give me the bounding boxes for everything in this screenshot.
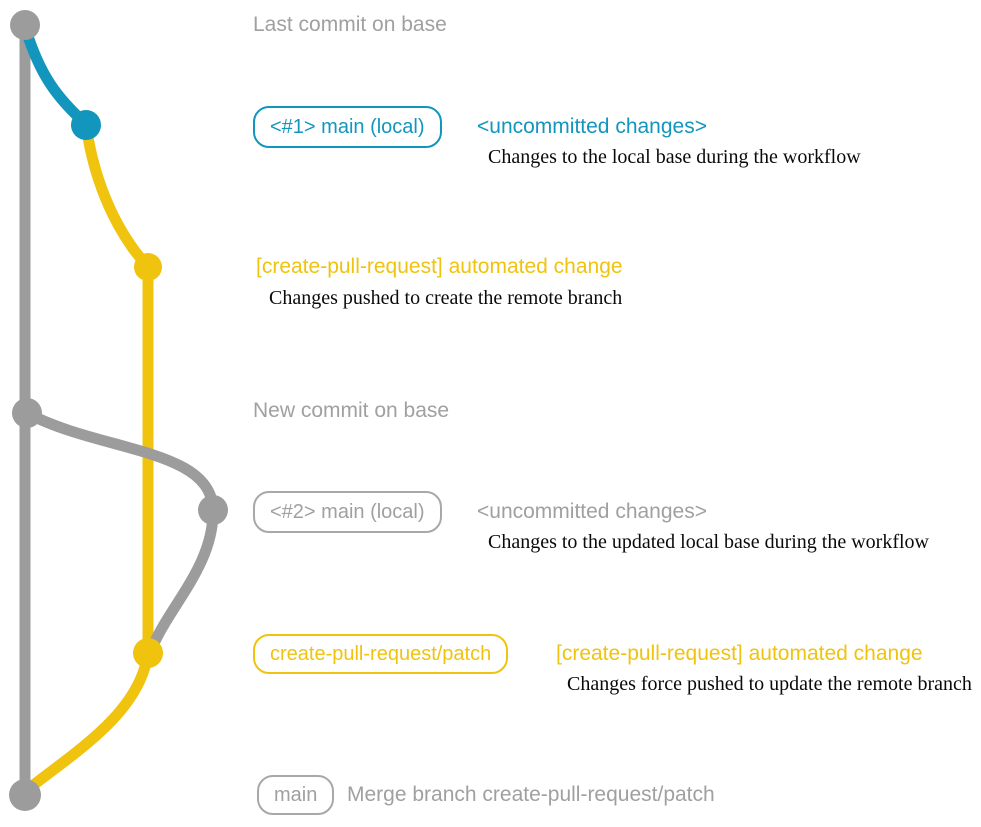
commit-dot-local-main-2: [198, 495, 228, 525]
badge-patch-branch: create-pull-request/patch: [253, 634, 509, 674]
merge-label: Merge branch create-pull-request/patch: [347, 783, 715, 806]
new-commit-label: New commit on base: [253, 399, 450, 422]
uncommitted-changes-1-heading: <uncommitted changes>: [477, 115, 707, 138]
badge-main: main: [257, 775, 335, 815]
updated-local-main-curve: [21, 407, 219, 516]
automated-change-1-caption: Changes pushed to create the remote bran…: [269, 287, 623, 309]
commit-dot-new-base: [12, 398, 42, 428]
badge-main-local-1: <#1> main (local): [253, 106, 442, 148]
automated-change-2-heading: [create-pull-request] automated change: [556, 642, 923, 665]
commit-dot-local-main-1: [71, 110, 101, 140]
commit-dot-automated-change-2: [133, 638, 163, 668]
automated-change-2-caption: Changes force pushed to update the remot…: [567, 673, 972, 695]
badge-main-local-2: <#2> main (local): [253, 491, 442, 533]
local-main-branch-curve: [20, 24, 92, 130]
uncommitted-changes-2-caption: Changes to the updated local base during…: [488, 531, 929, 553]
merge-curve: [21, 647, 154, 796]
last-commit-label: Last commit on base: [253, 13, 447, 36]
commit-dot-merge: [9, 779, 41, 811]
uncommitted-changes-2-heading: <uncommitted changes>: [477, 500, 707, 523]
automated-change-1-heading: [create-pull-request] automated change: [256, 255, 623, 278]
commit-dot-last-base: [10, 10, 40, 40]
patch-branch-line: [80, 118, 154, 659]
uncommitted-changes-1-caption: Changes to the local base during the wor…: [488, 146, 861, 168]
commit-dot-automated-change-1: [134, 253, 162, 281]
rebase-curve: [146, 504, 219, 654]
